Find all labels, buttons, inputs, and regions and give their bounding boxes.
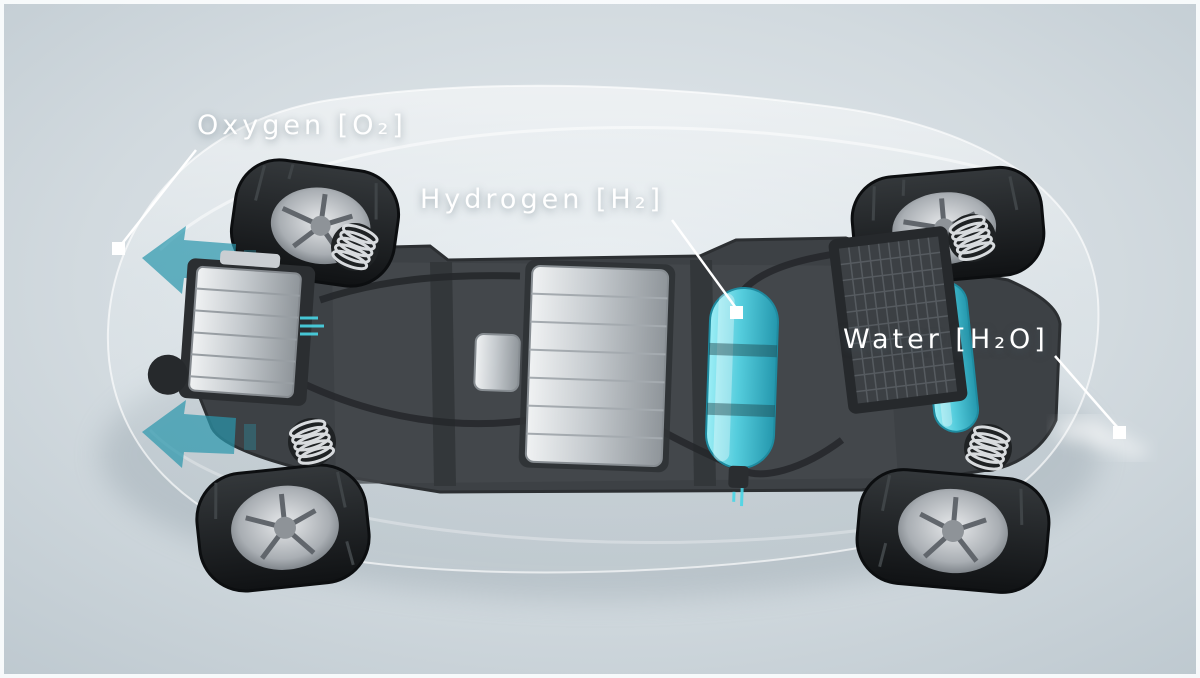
water-marker [1113, 426, 1126, 439]
water-label: Water [H₂O] [843, 324, 1049, 355]
fuel-cell-stack [147, 250, 316, 406]
callout-markers [112, 242, 1126, 439]
battery-pack [473, 259, 676, 473]
wheel-rear-bottom [855, 468, 1051, 594]
energy-flow [300, 316, 324, 336]
cross-member [430, 262, 456, 486]
suspension-coil-rear-bottom [964, 424, 1012, 472]
oxygen-marker [112, 242, 125, 255]
hydrogen-marker [730, 306, 743, 319]
rear-radiator [828, 226, 968, 414]
suspension-coil-front-top [331, 223, 379, 271]
electric-motor [147, 354, 188, 395]
tank-valve [728, 465, 749, 489]
oxygen-label: Oxygen [O₂] [197, 110, 407, 141]
wheel-front-bottom [195, 463, 371, 593]
power-electronics-box [473, 333, 521, 392]
callouts [120, 149, 1119, 429]
water-callout-line [1054, 355, 1119, 429]
hydrogen-label: Hydrogen [H₂] [420, 184, 665, 215]
suspension-coil-front-bottom [288, 418, 336, 466]
oxygen-callout-line [120, 149, 197, 246]
suspension-coil-rear-top [948, 214, 996, 262]
hydrogen-callout-line [670, 219, 738, 309]
hydrogen-tank [705, 287, 779, 507]
